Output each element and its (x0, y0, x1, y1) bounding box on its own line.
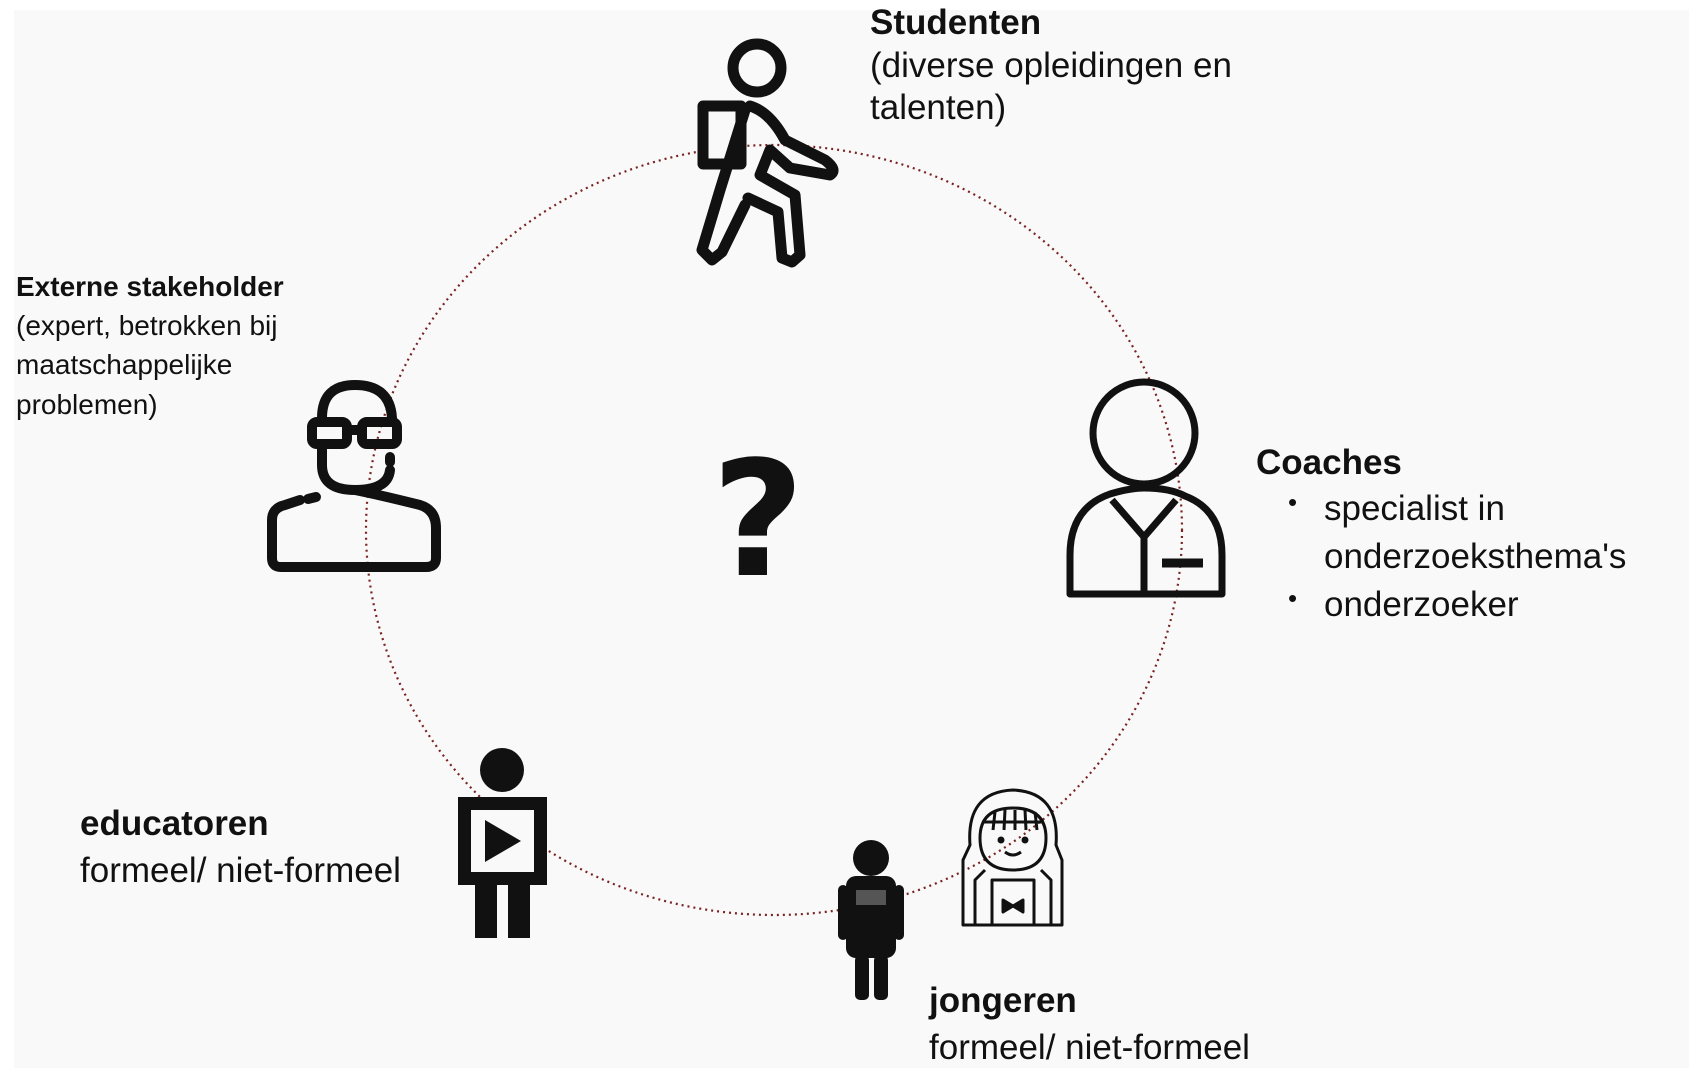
role-description-line: (diverse opleidingen en (870, 45, 1232, 85)
role-label-studenten: Studenten (diverse opleidingen en talent… (870, 2, 1232, 130)
walking-student-icon (696, 38, 839, 268)
role-label-coaches: Coaches specialist in onderzoeksthema's … (1256, 442, 1626, 630)
young-person-icon (838, 840, 904, 1000)
role-description: formeel/ niet-formeel (929, 1028, 1250, 1068)
coach-bullet-list: specialist in onderzoeksthema's onderzoe… (1256, 485, 1626, 630)
svg-text:?: ? (712, 426, 805, 613)
role-title: Externe stakeholder (16, 271, 284, 302)
role-description: formeel/ niet-formeel (80, 851, 401, 891)
role-title: educatoren (80, 804, 269, 843)
educator-play-icon (458, 748, 547, 938)
role-description-line: talenten) (870, 88, 1007, 128)
role-description-line: problemen) (16, 388, 158, 420)
child-with-hood-icon (961, 788, 1064, 927)
role-label-educatoren: educatoren formeel/ niet-formeel (80, 800, 401, 895)
role-description-line: maatschappelijke (16, 349, 233, 381)
person-with-glasses-icon (267, 380, 441, 572)
role-title: jongeren (929, 981, 1077, 1020)
role-label-externe-stakeholder: Externe stakeholder (expert, betrokken b… (16, 267, 284, 424)
coach-bullet-continuation: onderzoeksthema's (1324, 536, 1627, 576)
coach-person-icon (1066, 378, 1226, 598)
coach-bullet: onderzoeker (1288, 581, 1626, 629)
role-title: Coaches (1256, 443, 1402, 482)
role-title: Studenten (870, 3, 1042, 42)
coach-bullet: specialist in (1288, 485, 1626, 533)
question-mark-icon: ? (712, 426, 805, 613)
role-label-jongeren: jongeren formeel/ niet-formeel (929, 977, 1250, 1068)
stakeholder-circle (364, 143, 1184, 917)
role-description-line: (expert, betrokken bij (16, 310, 278, 342)
